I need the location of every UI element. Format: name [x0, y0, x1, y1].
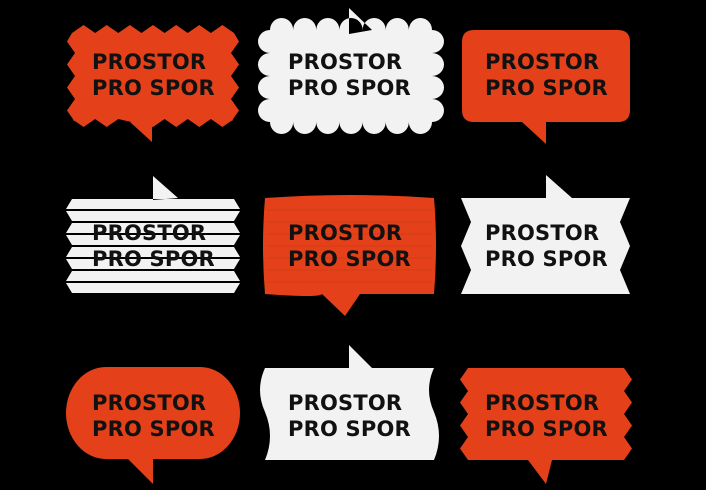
speech-bubble-zigzag-orange-tail-bottom: [460, 368, 632, 484]
speech-bubble-oval-orange-tail-bottom: [66, 367, 240, 484]
bubble-text-scalloped-white: PROSTOR PRO SPOR: [288, 49, 411, 101]
bubble-text-zigzag-orange: PROSTOR PRO SPOR: [485, 390, 608, 442]
bubble-text-wavy-white: PROSTOR PRO SPOR: [288, 390, 411, 442]
bubble-text-notched-white: PROSTOR PRO SPOR: [485, 220, 608, 272]
bubble-text-oval-orange: PROSTOR PRO SPOR: [92, 390, 215, 442]
speech-bubble-striped-white-tail-top: [66, 176, 240, 293]
bubble-line-2: PRO SPOR: [485, 76, 608, 100]
speech-bubble-wavy-orange-tail-bottom: [263, 195, 436, 316]
bubble-line-2: PRO SPOR: [92, 417, 215, 441]
bubble-line-2: PRO SPOR: [288, 247, 411, 271]
speech-bubble-spiky-orange-tail-bottom: [67, 25, 239, 142]
speech-bubble-rounded-orange-tail-bottom: [462, 30, 630, 144]
bubble-text-rounded-orange: PROSTOR PRO SPOR: [485, 49, 608, 101]
bubble-line-2: PRO SPOR: [288, 76, 411, 100]
bubble-text-striped-white: PROSTOR PRO SPOR: [92, 220, 215, 272]
bubble-line-1: PROSTOR: [485, 50, 600, 74]
bubble-line-2: PRO SPOR: [92, 247, 215, 271]
bubble-line-1: PROSTOR: [288, 391, 403, 415]
bubble-line-1: PROSTOR: [288, 221, 403, 245]
speech-bubble-wavy-white-tail-top: [260, 345, 439, 460]
bubble-line-2: PRO SPOR: [288, 417, 411, 441]
speech-bubble-notched-white-tail-top: [461, 175, 630, 294]
bubble-text-wavy-orange: PROSTOR PRO SPOR: [288, 220, 411, 272]
bubble-line-1: PROSTOR: [485, 391, 600, 415]
bubble-line-1: PROSTOR: [485, 221, 600, 245]
bubble-line-1: PROSTOR: [288, 50, 403, 74]
bubble-line-1: PROSTOR: [92, 391, 207, 415]
bubble-text-spiky-orange: PROSTOR PRO SPOR: [92, 49, 215, 101]
bubble-line-1: PROSTOR: [92, 221, 207, 245]
bubble-line-2: PRO SPOR: [485, 247, 608, 271]
bubble-line-2: PRO SPOR: [92, 76, 215, 100]
bubble-line-2: PRO SPOR: [485, 417, 608, 441]
bubble-line-1: PROSTOR: [92, 50, 207, 74]
speech-bubble-scalloped-white-tail-top: [258, 8, 444, 135]
